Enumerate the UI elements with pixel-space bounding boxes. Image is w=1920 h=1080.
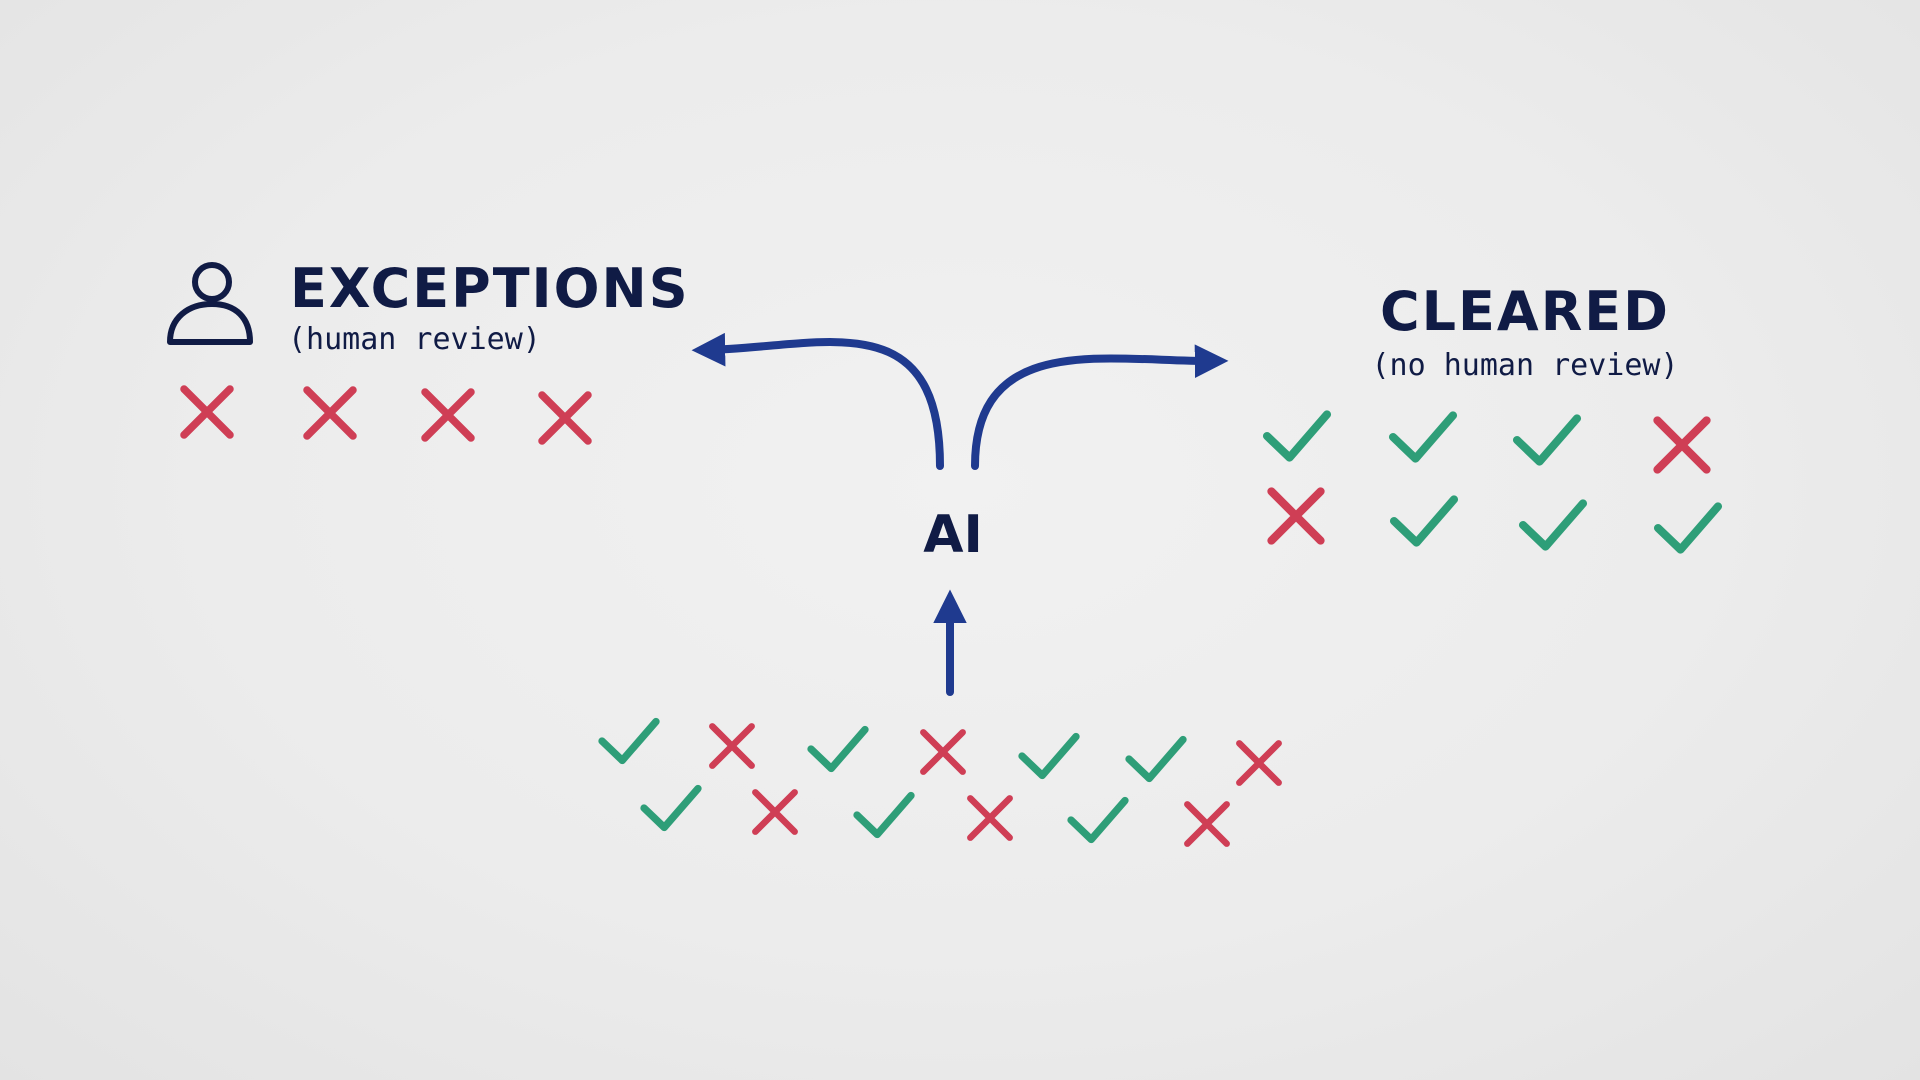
exceptions-subtitle: (human review) [288, 322, 541, 357]
x-mark-icon [1236, 740, 1282, 786]
check-mark-icon [1262, 410, 1332, 462]
x-mark-icon [538, 391, 592, 445]
arrow-to-cleared [971, 344, 1229, 470]
check-mark-icon [1512, 414, 1582, 466]
exceptions-title: EXCEPTIONS [290, 257, 690, 320]
x-mark-icon [967, 795, 1013, 841]
check-mark-icon [1388, 411, 1458, 463]
person-icon [167, 262, 253, 345]
x-mark-icon [709, 723, 755, 769]
x-mark-icon [180, 385, 234, 439]
ai-router: AI [691, 332, 1229, 696]
check-mark-icon [1018, 732, 1080, 780]
ai-label: AI [923, 505, 983, 565]
arrow-to-exceptions [691, 332, 944, 470]
input-marks [598, 717, 1282, 847]
check-mark-icon [1067, 796, 1129, 844]
exceptions-group: EXCEPTIONS (human review) [167, 257, 690, 445]
exceptions-marks [180, 385, 592, 445]
check-mark-icon [853, 791, 915, 839]
x-mark-icon [752, 789, 798, 835]
check-mark-icon [1653, 502, 1723, 554]
cleared-title: CLEARED [1380, 280, 1670, 343]
x-mark-icon [1267, 487, 1325, 545]
cleared-subtitle: (no human review) [1371, 348, 1678, 383]
x-mark-icon [1653, 416, 1711, 474]
check-mark-icon [1518, 499, 1588, 551]
x-mark-icon [1184, 801, 1230, 847]
x-mark-icon [421, 388, 475, 442]
check-mark-icon [640, 784, 702, 832]
check-mark-icon [807, 725, 869, 773]
cleared-group: CLEARED (no human review) [1262, 280, 1723, 554]
check-mark-icon [1389, 495, 1459, 547]
cleared-marks [1262, 410, 1723, 554]
check-mark-icon [1125, 735, 1187, 783]
check-mark-icon [598, 717, 660, 765]
x-mark-icon [303, 386, 357, 440]
x-mark-icon [920, 729, 966, 775]
